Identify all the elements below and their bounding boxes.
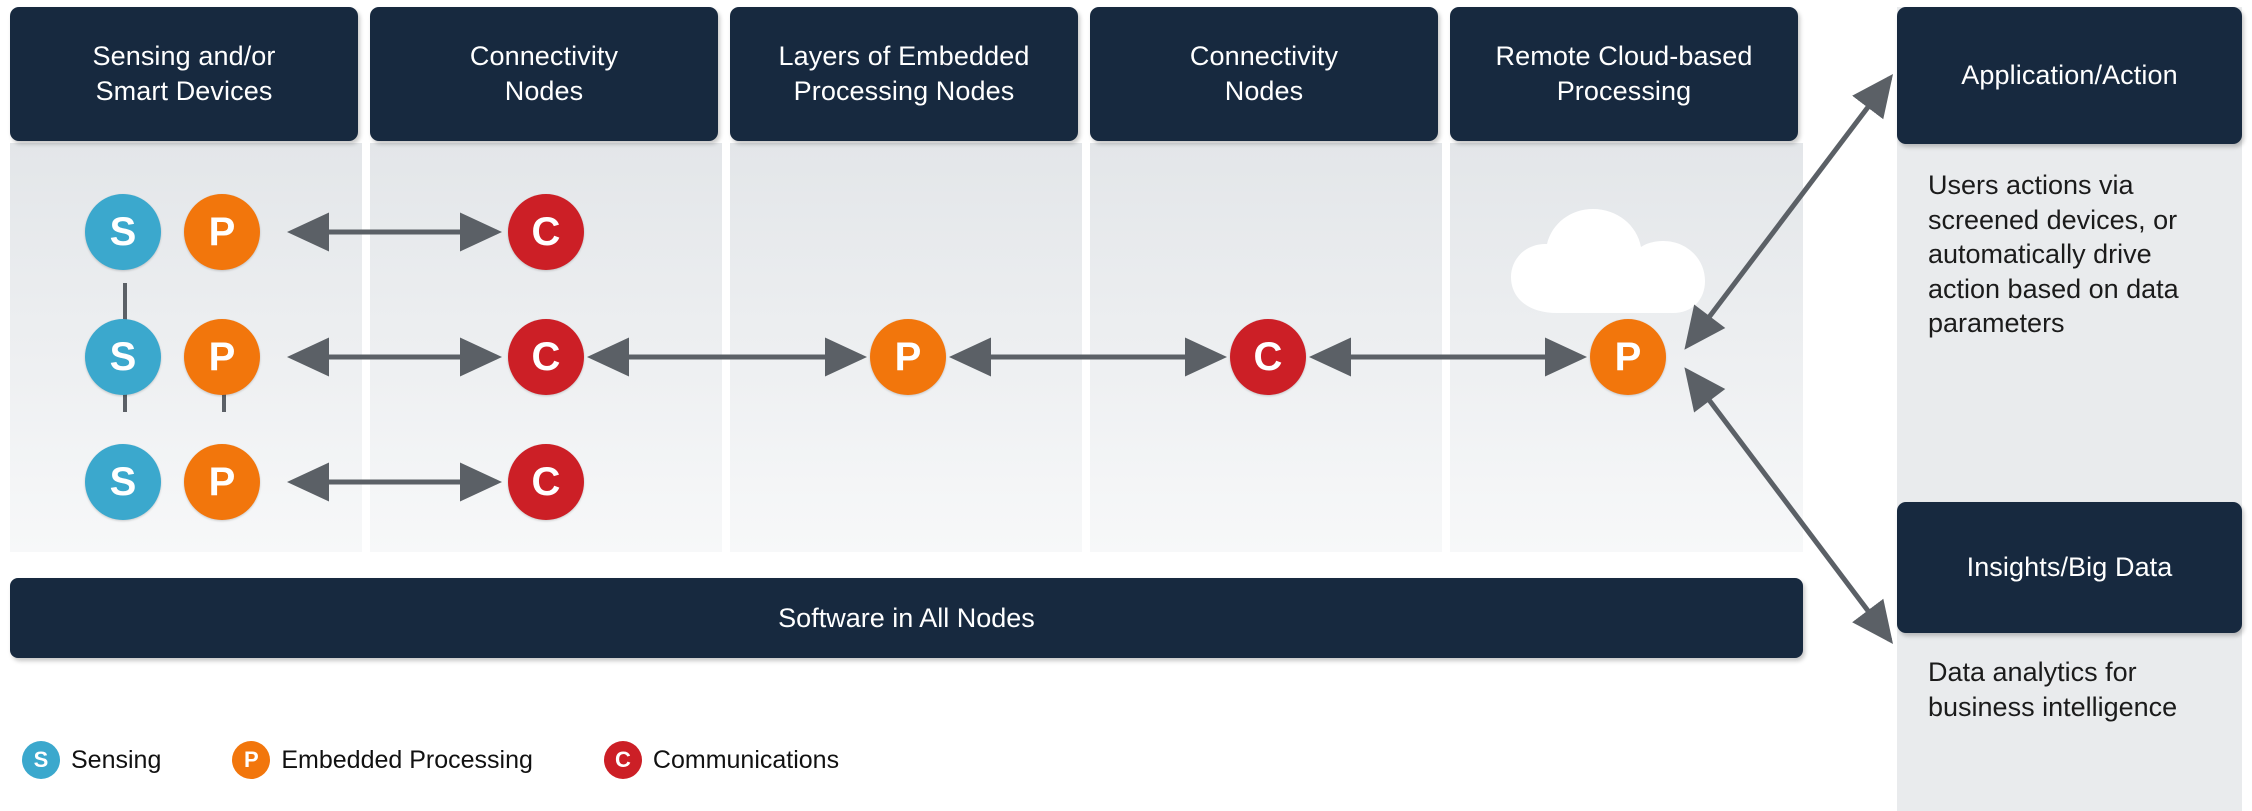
column-header-label: Sensing and/or Smart Devices bbox=[92, 40, 276, 106]
node-s-top[interactable]: S bbox=[85, 194, 161, 270]
node-letter: C bbox=[531, 335, 561, 379]
node-letter: S bbox=[109, 460, 137, 504]
panel-body-text: Data analytics for business intelligence bbox=[1928, 657, 2178, 722]
node-letter: P bbox=[208, 210, 236, 254]
node-letter: P bbox=[208, 335, 236, 379]
legend-icon-letter: S bbox=[33, 747, 49, 772]
node-letter: P bbox=[208, 460, 236, 504]
node-c2-mid[interactable]: C bbox=[1230, 319, 1306, 395]
column-header-cloud: Remote Cloud-based Processing bbox=[1450, 7, 1798, 141]
legend-label-communications: Communications bbox=[652, 745, 840, 774]
software-in-all-nodes-bar: Software in All Nodes bbox=[10, 578, 1803, 658]
node-c1-bot[interactable]: C bbox=[508, 444, 584, 520]
legend-icon-letter: P bbox=[244, 747, 259, 772]
node-letter: C bbox=[531, 460, 561, 504]
node-c1-mid[interactable]: C bbox=[508, 319, 584, 395]
column-header-label: Layers of Embedded Processing Nodes bbox=[778, 40, 1030, 106]
column-header-connectivity-2: Connectivity Nodes bbox=[1090, 7, 1438, 141]
legend-item-sensing: S Sensing bbox=[22, 741, 161, 779]
node-c1-top[interactable]: C bbox=[508, 194, 584, 270]
legend-comms-icon: C bbox=[603, 741, 642, 779]
column-header-sensing: Sensing and/or Smart Devices bbox=[10, 7, 358, 141]
column-header-embedded: Layers of Embedded Processing Nodes bbox=[730, 7, 1078, 141]
panel-body-insights-big-data: Data analytics for business intelligence bbox=[1928, 655, 2194, 724]
panel-body-text: Users actions via screened devices, or a… bbox=[1928, 170, 2179, 339]
node-letter: C bbox=[531, 210, 561, 254]
panel-header-label: Application/Action bbox=[1961, 59, 2178, 90]
panel-header-label: Insights/Big Data bbox=[1966, 551, 2173, 582]
column-header-label: Connectivity Nodes bbox=[1189, 40, 1339, 106]
panel-body-application-action: Users actions via screened devices, or a… bbox=[1928, 168, 2194, 341]
node-letter: P bbox=[894, 335, 922, 379]
legend-sensing-icon: S bbox=[22, 741, 60, 779]
node-s-mid[interactable]: S bbox=[85, 319, 161, 395]
legend: S Sensing P Embedded Processing C Commun… bbox=[22, 741, 839, 779]
node-p-mid[interactable]: P bbox=[184, 319, 260, 395]
node-p-top[interactable]: P bbox=[184, 194, 260, 270]
cloud-icon bbox=[1511, 209, 1705, 313]
column-header-label: Remote Cloud-based Processing bbox=[1495, 40, 1753, 106]
column-header-label: Connectivity Nodes bbox=[469, 40, 619, 106]
node-p-embedded[interactable]: P bbox=[870, 319, 946, 395]
node-p-cloud[interactable]: P bbox=[1590, 319, 1666, 395]
software-bar-label: Software in All Nodes bbox=[778, 602, 1035, 633]
node-p-bot[interactable]: P bbox=[184, 444, 260, 520]
legend-processing-icon: P bbox=[232, 741, 271, 779]
panel-header-application-action: Application/Action bbox=[1897, 7, 2242, 144]
legend-label-embedded-processing: Embedded Processing bbox=[281, 745, 533, 774]
column-header-connectivity-1: Connectivity Nodes bbox=[370, 7, 718, 141]
panel-header-insights-big-data: Insights/Big Data bbox=[1897, 502, 2242, 633]
node-link-s-top-to-s-mid bbox=[123, 283, 127, 325]
node-s-bot[interactable]: S bbox=[85, 444, 161, 520]
legend-icon-letter: C bbox=[614, 747, 631, 772]
legend-item-embedded-processing: P Embedded Processing bbox=[232, 741, 533, 779]
node-letter: C bbox=[1253, 335, 1283, 379]
node-letter: P bbox=[1614, 335, 1642, 379]
node-letter: S bbox=[109, 335, 137, 379]
node-letter: S bbox=[109, 210, 137, 254]
legend-item-communications: C Communications bbox=[603, 741, 840, 779]
legend-label-sensing: Sensing bbox=[71, 745, 162, 774]
